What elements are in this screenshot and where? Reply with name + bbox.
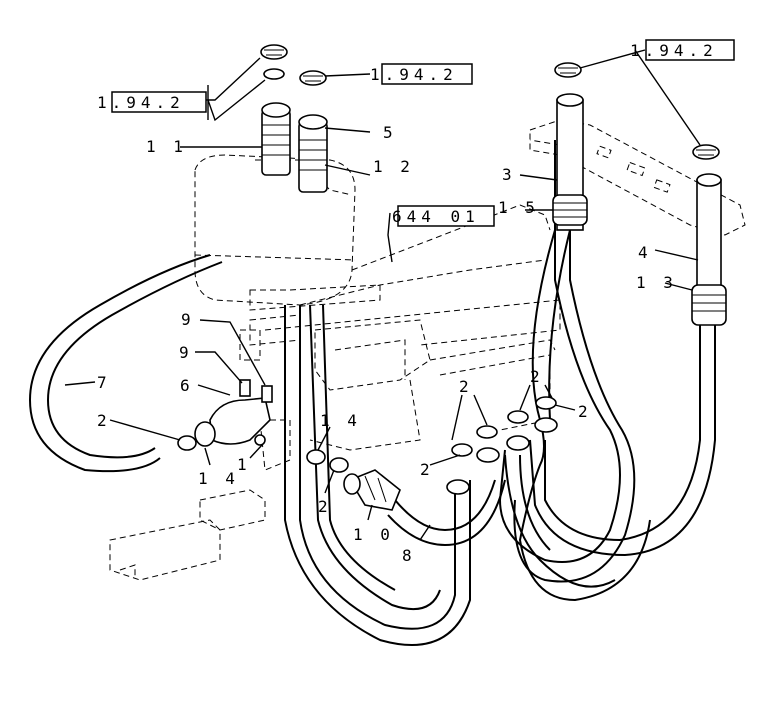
callout-2-left: 2 bbox=[97, 411, 111, 430]
callout-2-clamp-a: 2 bbox=[459, 377, 473, 396]
callout-2-center: 2 bbox=[318, 497, 332, 516]
sleeve-13 bbox=[691, 284, 727, 326]
elbow-fitting-6 bbox=[194, 379, 273, 447]
callout-5: 5 bbox=[383, 123, 397, 142]
callout-9-upper: 9 bbox=[181, 310, 195, 329]
callout-2-clamp-b: 2 bbox=[530, 367, 544, 386]
callout-10: 1 0 bbox=[353, 525, 394, 544]
ref-box-top-middle: 1.94.2 bbox=[370, 63, 473, 85]
callout-12: 1 2 bbox=[373, 157, 414, 176]
filler-neck-5 bbox=[298, 114, 328, 193]
cap-top-left bbox=[260, 44, 288, 80]
tank-outline bbox=[109, 154, 561, 581]
hose-8 bbox=[387, 479, 506, 547]
hose-7 bbox=[28, 254, 223, 473]
ref-label: 644 01 bbox=[392, 207, 480, 226]
callout-13: 1 3 bbox=[636, 273, 677, 292]
callout-4: 4 bbox=[638, 243, 652, 262]
callout-15: 1 5 bbox=[498, 198, 539, 217]
leaders bbox=[64, 49, 701, 541]
hose-left-long bbox=[284, 304, 471, 646]
callout-1: 1 bbox=[237, 455, 251, 474]
callout-9-lower: 9 bbox=[179, 343, 193, 362]
callout-labels: 1 1 5 1 2 3 1 5 4 1 3 9 9 6 7 2 1 4 1 1 … bbox=[97, 123, 677, 565]
callout-11: 1 1 bbox=[146, 137, 187, 156]
ref-box-tank: 644 01 bbox=[392, 205, 495, 227]
ref-label: 1.94.2 bbox=[630, 41, 718, 60]
clamps bbox=[177, 396, 557, 473]
ref-box-top-left: 1.94.2 bbox=[97, 91, 207, 113]
callout-2-lower: 2 bbox=[420, 460, 434, 479]
callout-14-center: 1 4 bbox=[320, 411, 361, 430]
cap-top-right-b bbox=[692, 144, 720, 160]
ref-box-top-right: 1.94.2 bbox=[630, 39, 735, 61]
ref-label: 1.94.2 bbox=[370, 65, 458, 84]
sleeve-15 bbox=[552, 194, 588, 226]
callout-6: 6 bbox=[180, 376, 194, 395]
callout-14-left: 1 4 bbox=[198, 469, 239, 488]
hose-ends bbox=[446, 417, 558, 495]
ref-label: 1.94.2 bbox=[97, 93, 185, 112]
filler-neck-11 bbox=[261, 102, 291, 176]
cap-top-right-a bbox=[554, 62, 582, 78]
callout-8: 8 bbox=[402, 546, 416, 565]
coupling-10 bbox=[343, 469, 401, 511]
hose-center-loop bbox=[504, 454, 616, 588]
callout-2-right: 2 bbox=[578, 402, 592, 421]
cap-top-middle bbox=[299, 70, 327, 86]
callout-7: 7 bbox=[97, 373, 111, 392]
callout-3: 3 bbox=[502, 165, 516, 184]
